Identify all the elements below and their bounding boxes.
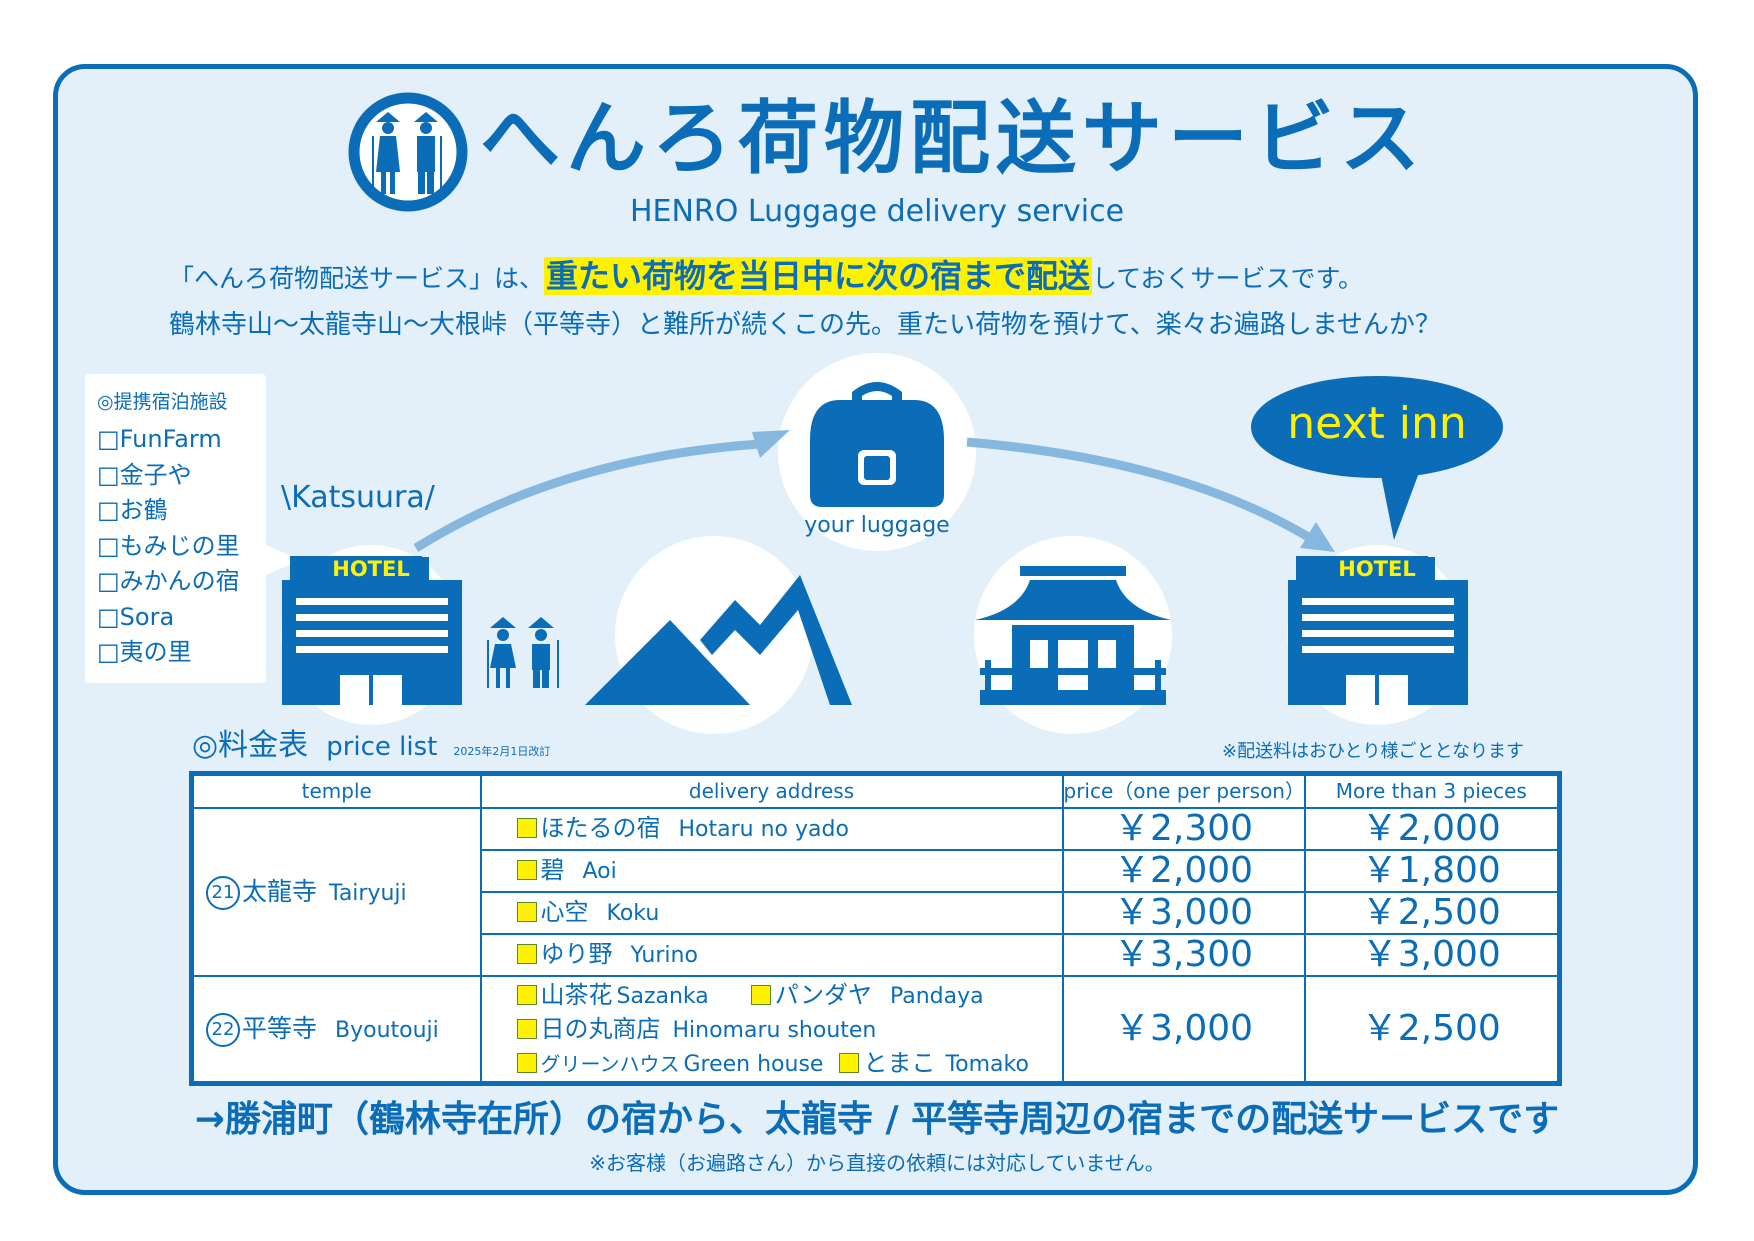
price-cell: ￥2,300 (1061, 806, 1306, 851)
footer-note: ※お客様（お遍路さん）から直接の依頼には対応していません。 (589, 1151, 1165, 1175)
inn-name-en: Green house (683, 1051, 824, 1077)
inn-name-en: Sazanka (616, 983, 709, 1009)
address-cell: ほたるの宿 Hotaru no yado (479, 806, 1064, 851)
temple-name: 平等寺 (242, 1013, 318, 1043)
intro-line-2: 鶴林寺山〜太龍寺山〜大根峠（平等寺）と難所が続くこの先。重たい荷物を預けて、楽々… (169, 310, 1441, 340)
col-temple: temple (190, 772, 482, 809)
table-row: 心空 Koku ￥3,000 ￥2,500 (192, 890, 1561, 935)
inn-name: ゆり野 (540, 939, 613, 968)
inn-name-en: Aoi (582, 858, 617, 884)
intro-highlight: 重たい荷物を当日中に次の宿まで配送 (544, 257, 1093, 295)
inn-name-en: Pandaya (889, 983, 984, 1009)
price-table: temple delivery address price（one per pe… (189, 771, 1562, 1086)
intro-line-1: 「へんろ荷物配送サービス」は、重たい荷物を当日中に次の宿まで配送しておくサービス… (169, 257, 1363, 298)
temple-name-en: Tairyuji (329, 880, 407, 906)
inn-name: 山茶花 (540, 980, 613, 1009)
inn-name-en: Tomako (945, 1051, 1029, 1077)
henro-pilgrims-logo (348, 92, 468, 212)
subtitle: HENRO Luggage delivery service (629, 194, 1125, 229)
illustration (266, 353, 1503, 734)
arrow-head (1300, 522, 1335, 552)
inn-name: グリーンハウス (540, 1051, 680, 1076)
inn-name-en: Hinomaru shouten (672, 1017, 877, 1043)
address-cell: 碧 Aoi (479, 848, 1064, 893)
col-price: price（one per person） (1061, 772, 1306, 809)
bulk-price-cell: ￥2,500 (1303, 974, 1561, 1085)
price-note: ※配送料はおひとり様ごととなります (1222, 741, 1525, 762)
price-cell: ￥3,300 (1061, 932, 1306, 977)
col-bulk: More than 3 pieces (1303, 772, 1561, 809)
hotel-sign: HOTEL (332, 557, 410, 581)
luggage-label: your luggage (804, 513, 950, 538)
inn-name: 心空 (540, 897, 589, 926)
intro-post: しておくサービスです。 (1092, 264, 1364, 293)
table-row: ゆり野 Yurino ￥3,300 ￥3,000 (192, 932, 1561, 977)
mountain-icon (585, 575, 852, 705)
address-cell: 心空 Koku (479, 890, 1064, 935)
bulk-price-cell: ￥1,800 (1303, 848, 1561, 893)
pilgrims-icon (487, 617, 559, 688)
inn-name-en: Yurino (630, 942, 698, 968)
partner-item: □夷の里 (97, 638, 192, 666)
footer-main: →勝浦町（鶴林寺在所）の宿から、太龍寺 / 平等寺周辺の宿までの配送サービスです (194, 1099, 1560, 1140)
partner-item: □もみじの里 (97, 531, 240, 560)
price-cell: ￥2,000 (1061, 848, 1306, 893)
partner-item: □お鶴 (97, 496, 168, 524)
address-cell: ゆり野 Yurino (479, 932, 1064, 977)
intro-pre: 「へんろ荷物配送サービス」は、 (169, 264, 545, 293)
price-list-title: ◎料金表 (192, 728, 309, 763)
inn-name-en: Koku (606, 900, 660, 926)
price-cell: ￥3,000 (1061, 974, 1306, 1085)
inn-name-en: Hotaru no yado (678, 816, 849, 842)
hotel-icon (282, 556, 462, 705)
backpack-icon (810, 382, 944, 507)
temple-name: 太龍寺 (242, 876, 318, 906)
temple-icon (975, 566, 1171, 705)
origin-label: \Katsuura/ (281, 480, 435, 515)
table-header: temple delivery address price（one per pe… (190, 772, 1561, 809)
temple-number: 22 (206, 1012, 240, 1047)
page-title: へんろ荷物配送サービス (480, 92, 1426, 185)
temple-name-en: Byoutouji (335, 1017, 439, 1043)
inn-name: 日の丸商店 (540, 1014, 661, 1043)
speech-bubble-tail (1380, 470, 1420, 540)
bulk-price-cell: ￥3,000 (1303, 932, 1561, 977)
partner-item: □FunFarm (97, 425, 222, 453)
inn-name: ほたるの宿 (540, 813, 661, 842)
next-inn-label: next inn (1287, 398, 1467, 449)
speech-bubble (1251, 376, 1503, 478)
bulk-price-cell: ￥2,500 (1303, 890, 1561, 935)
price-list-title-en: price list (326, 732, 438, 762)
partner-item: □みかんの宿 (97, 567, 240, 595)
bulk-price-cell: ￥2,000 (1303, 806, 1561, 851)
inn-name: パンダヤ (774, 980, 872, 1009)
table-row: 碧 Aoi ￥2,000 ￥1,800 (192, 848, 1561, 893)
col-address: delivery address (479, 772, 1064, 809)
partners-heading: ◎提携宿泊施設 (97, 391, 228, 413)
partner-item: □金子や (97, 460, 192, 489)
hotel-sign-2: HOTEL (1338, 557, 1416, 581)
inn-name: とまこ (863, 1048, 936, 1077)
arrow-head (752, 430, 790, 458)
delivery-arrows (413, 437, 1313, 552)
revised-date: 2025年2月1日改訂 (453, 745, 551, 758)
temple-number: 21 (206, 875, 240, 910)
partner-item: □Sora (97, 602, 175, 631)
price-list-heading: ◎料金表 price list 2025年2月1日改訂 (192, 728, 550, 764)
price-cell: ￥3,000 (1061, 890, 1306, 935)
partner-inns-list: ◎提携宿泊施設 □FunFarm □金子や □お鶴 □もみじの里 □みかんの宿 … (85, 374, 266, 683)
inn-name: 碧 (540, 855, 565, 884)
